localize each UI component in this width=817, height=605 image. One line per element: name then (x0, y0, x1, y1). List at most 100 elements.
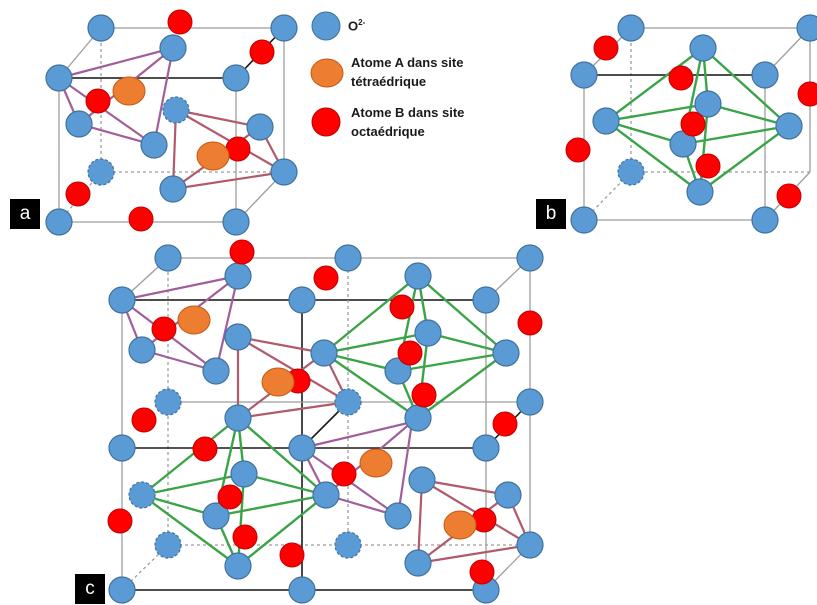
oxygen-ion (202, 357, 230, 385)
oxygen-ion (516, 531, 544, 559)
b-site-atom (411, 382, 437, 408)
tetrahedron-bond (237, 335, 325, 355)
a-site-atom (261, 367, 295, 397)
tetrahedron-bond (152, 47, 175, 146)
oxygen-ion (224, 404, 252, 432)
oxygen-ion-hidden (334, 388, 362, 416)
b-site-atom (279, 542, 305, 568)
oxygen-ion (414, 319, 442, 347)
oxygen-ion-hidden (617, 158, 645, 186)
b-site-atom (797, 81, 817, 107)
oxygen-ion (796, 14, 817, 42)
oxygen-ion (689, 34, 717, 62)
oxygen-ion (128, 336, 156, 364)
oxygen-ion (312, 481, 340, 509)
oxygen-ion (310, 339, 338, 367)
oxygen-ion (87, 14, 115, 42)
a-site-atom (196, 141, 230, 171)
oxygen-ion-hidden (87, 158, 115, 186)
oxygen-ion (202, 502, 230, 530)
oxygen-ion (617, 14, 645, 42)
oxygen-ion (384, 502, 412, 530)
oxygen-ion (686, 178, 714, 206)
oxygen-ion (140, 131, 168, 159)
oxygen-ion (108, 286, 136, 314)
oxygen-ion (222, 208, 250, 236)
b-site-atom (492, 411, 518, 437)
b-site-atom (249, 39, 275, 65)
a-site-atom (112, 76, 146, 106)
tetrahedron-bond (214, 275, 240, 372)
oxygen-ion (472, 434, 500, 462)
legend-b-site-icon (311, 107, 341, 137)
oxygen-ion (570, 206, 598, 234)
legend-a-site-icon (310, 58, 344, 88)
tetrahedron-bond (396, 421, 414, 517)
b-site-atom (217, 484, 243, 510)
oxygen-ion (222, 64, 250, 92)
octahedron-bond (323, 331, 429, 355)
oxygen-ion (694, 90, 722, 118)
oxygen-ion-hidden (334, 531, 362, 559)
legend-oxygen-label: O2- (348, 18, 366, 34)
b-site-atom (85, 88, 111, 114)
oxygen-ion (751, 206, 779, 234)
oxygen-ion (154, 244, 182, 272)
oxygen-ion (570, 61, 598, 89)
b-site-atom (469, 559, 495, 585)
oxygen-ion (230, 460, 258, 488)
b-site-atom (128, 206, 154, 232)
octahedron-bond (237, 494, 327, 567)
panel-label-c: c (75, 574, 105, 604)
b-site-atom (680, 111, 706, 137)
octahedron-bond (323, 275, 419, 354)
b-site-atom (107, 508, 133, 534)
b-site-atom (695, 153, 721, 179)
oxygen-ion (404, 549, 432, 577)
octahedron-bond (243, 472, 327, 497)
b-site-atom (131, 407, 157, 433)
oxygen-ion (224, 552, 252, 580)
oxygen-ion (516, 244, 544, 272)
octahedron-bond (397, 351, 507, 373)
oxygen-ion (751, 61, 779, 89)
octahedron-bond (699, 125, 790, 193)
oxygen-ion (492, 339, 520, 367)
legend-oxygen-icon (311, 11, 341, 41)
b-site-atom (331, 461, 357, 487)
tetrahedron-bond (58, 46, 174, 80)
tetrahedron-bond (58, 77, 155, 146)
b-site-atom (517, 310, 543, 336)
octahedron-bond (141, 417, 239, 496)
octahedron-bond (682, 124, 790, 146)
oxygen-ion (516, 388, 544, 416)
octahedron-bond (236, 473, 246, 567)
oxygen-ion (108, 576, 136, 604)
oxygen-ion-hidden (154, 531, 182, 559)
oxygen-ion (384, 357, 412, 385)
octahedron-bond (141, 472, 245, 497)
octahedron-bond (605, 120, 701, 193)
octahedron-bond (605, 102, 709, 123)
oxygen-ion (472, 286, 500, 314)
tetrahedron-bond (301, 420, 413, 450)
oxygen-ion (288, 286, 316, 314)
oxygen-ion (45, 208, 73, 236)
tetrahedron-bond (237, 400, 349, 420)
octahedron-bond (707, 102, 790, 128)
legend-a-site-label: Atome A dans site tétraédrique (351, 55, 464, 89)
tetrahedron-bond (417, 543, 531, 565)
a-site-atom (359, 448, 393, 478)
octahedron-bond (215, 493, 327, 518)
tetrahedron-bond (172, 170, 285, 191)
tetrahedron-bond (175, 108, 261, 129)
octahedron-bond (323, 352, 419, 419)
b-site-atom (668, 65, 694, 91)
b-site-atom (229, 239, 255, 265)
octahedron-bond (237, 417, 327, 496)
b-site-atom (565, 137, 591, 163)
octahedron-bond (605, 47, 704, 122)
b-site-atom (167, 9, 193, 35)
a-site-atom (443, 510, 477, 540)
oxygen-ion (404, 262, 432, 290)
